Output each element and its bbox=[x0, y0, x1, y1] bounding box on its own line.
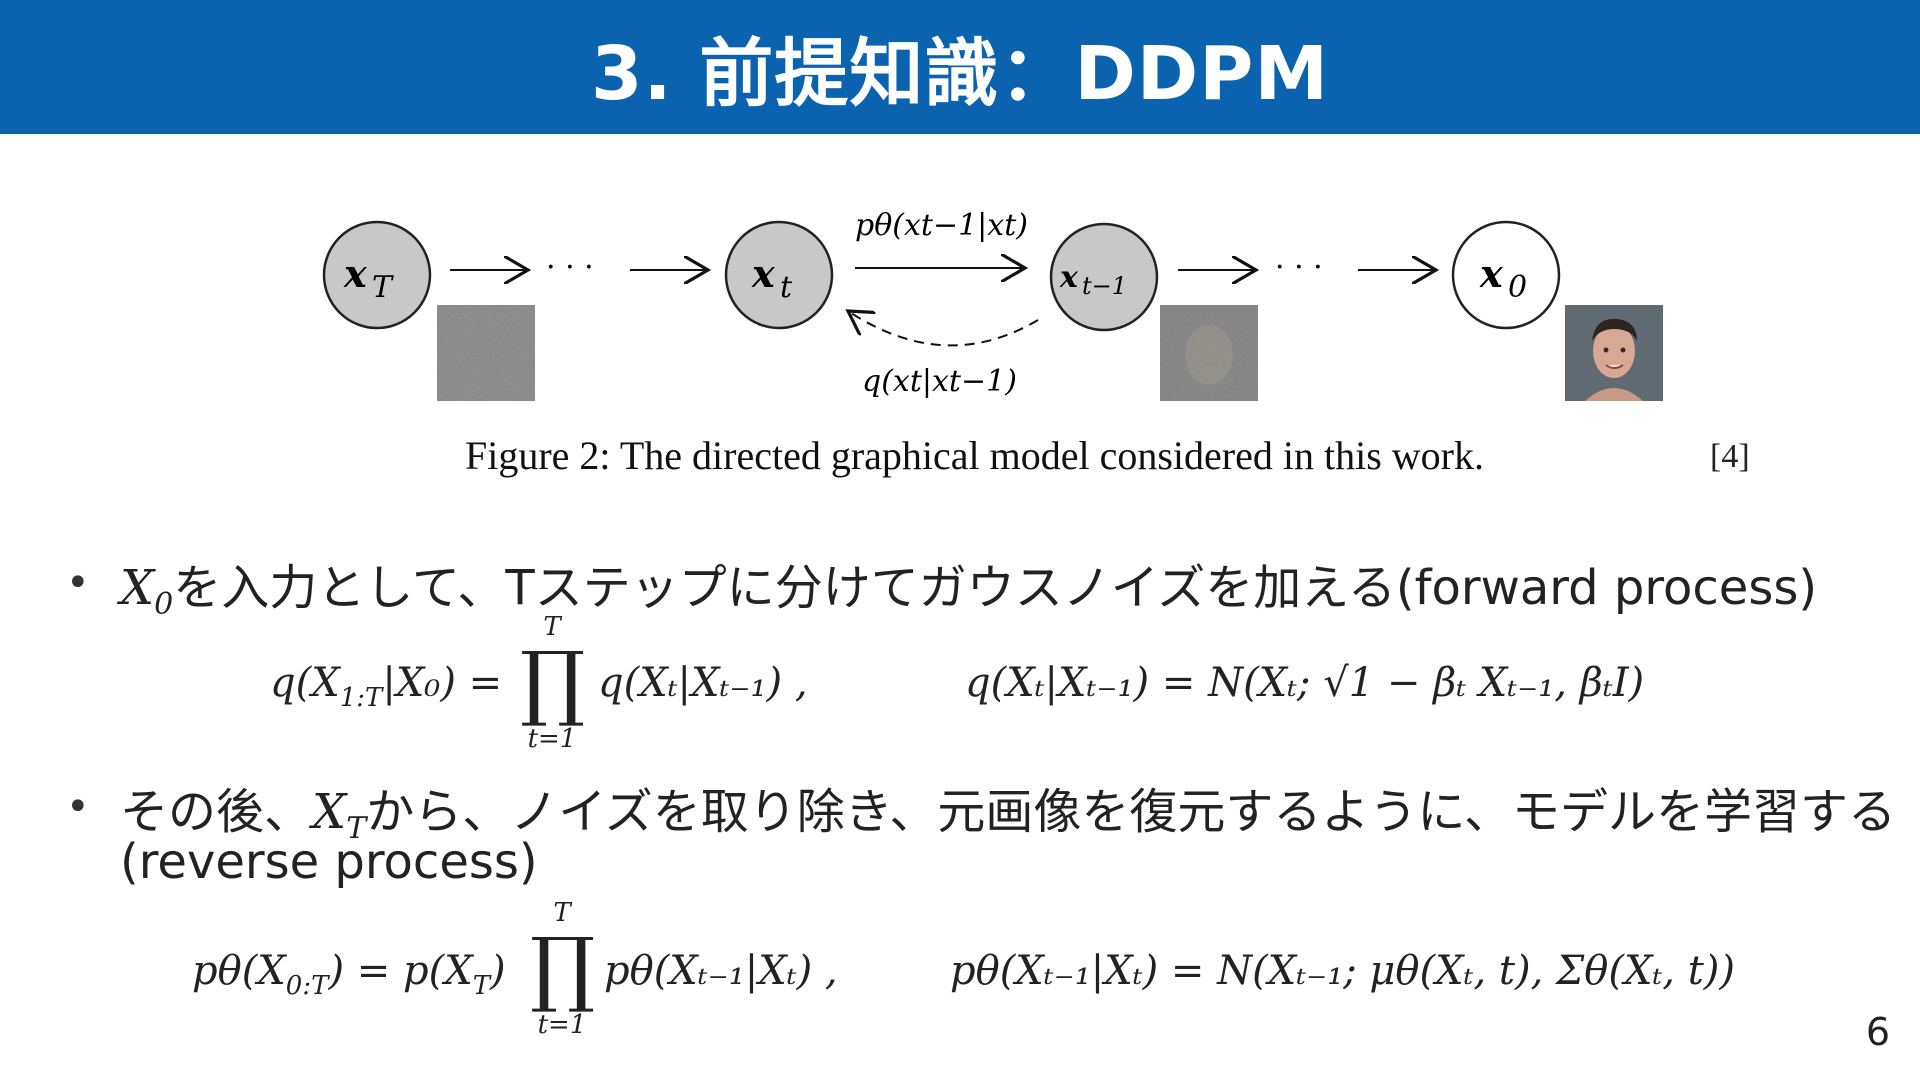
node-xt: x t bbox=[724, 220, 834, 330]
svg-text:t−1: t−1 bbox=[1082, 272, 1127, 300]
svg-text:x: x bbox=[751, 251, 776, 296]
ellipsis-1: · · · bbox=[546, 250, 594, 285]
bullet-1-text: を入力として、Tステップに分けてガウスノイズを加える(forward proce… bbox=[173, 560, 1818, 616]
svg-text:x: x bbox=[343, 251, 368, 296]
bullet-2: その後、XTから、ノイズを取り除き、元画像を復元するように、モデルを学習する bbox=[120, 784, 1896, 846]
title-bar: 3. 前提知識：DDPM bbox=[0, 0, 1920, 134]
equation-reverse-gaussian: pθ(Xₜ₋₁|Xₜ) = N(Xₜ₋₁; μθ(Xₜ, t), Σθ(Xₜ, … bbox=[950, 948, 1736, 994]
slide-title: 3. 前提知識：DDPM bbox=[590, 30, 1330, 117]
bullet-1: X0を入力として、Tステップに分けてガウスノイズを加える(forward pro… bbox=[120, 560, 1818, 622]
bullet-2-line2: (reverse process) bbox=[120, 834, 538, 890]
ellipsis-2: · · · bbox=[1275, 250, 1323, 285]
ddpm-graphical-model-figure: x T · · · x t pθ(xt−1|xt) q(xt|xt−1) x t… bbox=[300, 195, 1780, 495]
node-xT: x T bbox=[322, 220, 432, 330]
product-symbol-2: T ∏ t=1 bbox=[530, 898, 596, 1040]
product-symbol-1: T ∏ t=1 bbox=[520, 612, 586, 754]
equation-forward-step: q(Xₜ|Xₜ₋₁) , bbox=[598, 660, 808, 706]
svg-text:x: x bbox=[1479, 251, 1504, 296]
svg-text:T: T bbox=[372, 270, 394, 305]
figure-caption: Figure 2: The directed graphical model c… bbox=[465, 433, 1484, 478]
page-number: 6 bbox=[1865, 1010, 1890, 1054]
noise-image-xT bbox=[437, 305, 535, 401]
graphical-model-diagram: x T · · · x t pθ(xt−1|xt) q(xt|xt−1) x t… bbox=[322, 208, 1561, 399]
forward-process-label: q(xt|xt−1) bbox=[862, 364, 1017, 399]
bullet-2-text: から、ノイズを取り除き、元画像を復元するように、モデルを学習する bbox=[366, 784, 1896, 840]
reverse-process-label: pθ(xt−1|xt) bbox=[855, 208, 1028, 243]
var-X0: X bbox=[120, 560, 155, 616]
face-image-x0 bbox=[1565, 305, 1663, 401]
equation-reverse-step: pθ(Xₜ₋₁|Xₜ) , bbox=[604, 948, 838, 994]
citation: [4] bbox=[1710, 438, 1750, 475]
equation-reverse-joint: pθ(X0:T) = p(XT) bbox=[192, 948, 506, 1001]
bullet-dot-2: • bbox=[66, 784, 90, 830]
noisy-face-image-xt-1 bbox=[1160, 305, 1258, 401]
equation-forward-gaussian: q(Xₜ|Xₜ₋₁) = N(Xₜ; √1 − βₜ Xₜ₋₁, βₜI) bbox=[965, 660, 1645, 706]
svg-text:t: t bbox=[780, 270, 793, 305]
svg-text:x: x bbox=[1059, 260, 1079, 295]
node-x0: x 0 bbox=[1451, 220, 1561, 330]
bullet-dot-1: • bbox=[66, 560, 90, 606]
svg-text:0: 0 bbox=[1508, 270, 1527, 305]
equation-forward-joint: q(X1:T|X₀) = bbox=[270, 660, 503, 713]
node-xt-1: x t−1 bbox=[1049, 222, 1159, 332]
arrow-forward-dashed bbox=[848, 311, 1039, 347]
var-XT: X bbox=[312, 784, 347, 840]
